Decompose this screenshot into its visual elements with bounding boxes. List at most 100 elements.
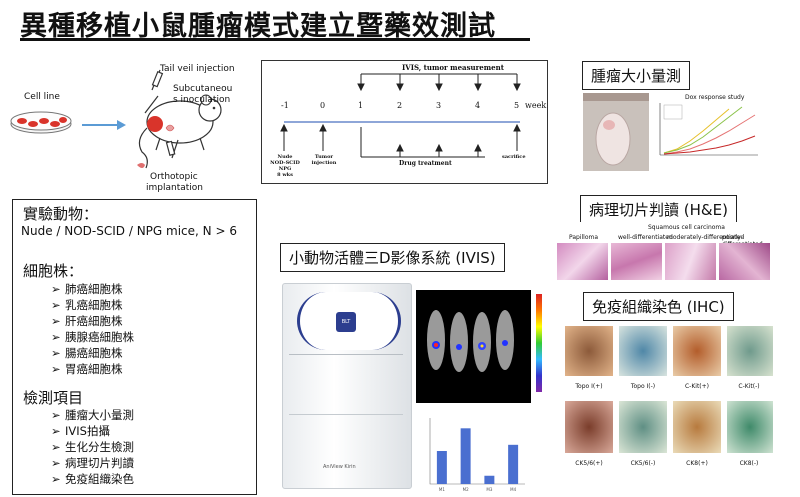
bullet-arrow-icon: ➢ — [51, 362, 61, 376]
tick-label: -1 — [281, 101, 289, 110]
nude-note: Nude NOD-SCID NPG 8 wks — [268, 154, 302, 178]
bullet-arrow-icon: ➢ — [51, 472, 61, 486]
growth-chart-title: Dox response study — [685, 94, 745, 101]
he-header: Squamous cell carcinoma — [648, 224, 725, 231]
chart-bar — [508, 444, 519, 484]
timeline-unit: week — [525, 101, 547, 110]
subcutaneous-label-1: Subcutaneou — [173, 84, 233, 94]
list-item: ➢ 腸癌細胞株 — [13, 345, 134, 361]
he-col-label: Papilloma — [569, 234, 599, 241]
tumor-line-2: injection — [311, 160, 337, 166]
subcutaneous-label-2: s inoculation — [173, 95, 231, 105]
ihc-image — [673, 401, 721, 453]
test-item: 免疫組織染色 — [65, 472, 134, 486]
bullet-arrow-icon: ➢ — [51, 314, 61, 328]
bullet-arrow-icon: ➢ — [51, 282, 61, 296]
list-item: ➢ 肝癌細胞株 — [13, 313, 134, 329]
chart-category-label: M3 — [486, 487, 492, 492]
chart-bar — [484, 475, 495, 484]
ivis-color-scale — [536, 294, 542, 392]
ihc-label: 免疫組織染色 (IHC) — [583, 292, 734, 321]
list-item: ➢ 免疫組織染色 — [13, 471, 134, 487]
orthotopic-label-1: Orthotopic — [150, 172, 198, 182]
cell-line-item: 腸癌細胞株 — [65, 346, 123, 360]
bullet-arrow-icon: ➢ — [51, 298, 61, 312]
list-item: ➢ 乳癌細胞株 — [13, 297, 134, 313]
mouse-photo — [583, 93, 649, 171]
bullet-arrow-icon: ➢ — [51, 456, 61, 470]
tumor-line-1: Tumor — [314, 154, 334, 160]
ihc-image — [619, 326, 667, 376]
test-item: IVIS拍攝 — [65, 424, 110, 438]
he-image — [557, 243, 608, 280]
ihc-image-label: CK8(+) — [686, 460, 708, 467]
he-image — [611, 243, 662, 280]
ihc-image — [565, 401, 613, 453]
instrument-badge: BLT — [336, 312, 356, 332]
title-underline — [20, 38, 530, 41]
he-label: 病理切片判讀 (H&E) — [580, 195, 737, 224]
ihc-image — [619, 401, 667, 453]
nude-line-2: NOD-SCID — [270, 160, 300, 166]
page-title: 異種移植小鼠腫瘤模式建立暨藥效測試 — [20, 11, 496, 42]
chart-category-label: M4 — [510, 487, 516, 492]
ihc-image-label: Topo I(-) — [630, 383, 656, 390]
cell-line-item: 胃癌細胞株 — [65, 362, 123, 376]
tick-label: 0 — [320, 101, 326, 110]
animals-heading: 實驗動物： — [23, 205, 99, 223]
he-col-label: well-differentiated — [618, 234, 673, 241]
list-item: ➢胰腺癌細胞株 — [13, 329, 134, 345]
list-item: ➢IVIS拍攝 — [13, 423, 134, 439]
ihc-image-label: C-Kit(-) — [738, 383, 760, 390]
animals-text: Nude / NOD-SCID / NPG mice, N > 6 — [21, 224, 237, 238]
cell-line-label: Cell line — [24, 92, 60, 102]
drug-treatment-label: Drug treatment — [399, 160, 452, 167]
nude-line-3: NPG — [278, 166, 292, 172]
instrument-seam — [289, 354, 403, 355]
instrument-brand: AniView Kirin — [323, 464, 356, 470]
cell-line-list: ➢ 肺癌細胞株 ➢ 乳癌細胞株 ➢ 肝癌細胞株 ➢胰腺癌細胞株 ➢ 腸癌細胞株 ➢ 胃癌細… — [13, 281, 134, 377]
nude-line-4: 8 wks — [277, 172, 293, 178]
experiment-info-panel: 實驗動物： Nude / NOD-SCID / NPG mice, N > 6 … — [12, 199, 257, 495]
he-image — [665, 243, 716, 280]
ihc-image-label: Topo I(+) — [575, 383, 603, 390]
tail-vein-label: Tail veil injection — [160, 64, 235, 74]
test-item: 生化分生檢測 — [65, 440, 134, 454]
list-item: ➢ 胃癌細胞株 — [13, 361, 134, 377]
list-item: ➢生化分生檢測 — [13, 439, 134, 455]
tumor-size-label: 腫瘤大小量測 — [582, 61, 691, 90]
tumor-injection-note: Tumor injection — [308, 154, 340, 166]
sacrifice-label: sacrifice — [502, 154, 526, 160]
tests-heading: 檢測項目 — [23, 389, 84, 407]
cell-line-item: 肺癌細胞株 — [65, 282, 123, 296]
ihc-image-label: CK8(-) — [739, 460, 759, 467]
tumor-growth-chart: Dox response study — [652, 93, 764, 173]
tick-label: 5 — [514, 101, 520, 110]
test-item-list: ➢腫瘤大小量測 ➢IVIS拍攝 ➢生化分生檢測 ➢病理切片判讀 ➢免疫組織染色 — [13, 407, 134, 487]
timeline-top-label: IVIS, tumor measurement — [402, 63, 504, 72]
ihc-image — [727, 326, 773, 376]
tick-label: 2 — [397, 101, 403, 110]
list-item: ➢病理切片判讀 — [13, 455, 134, 471]
ivis-label: 小動物活體三D影像系統 (IVIS) — [280, 243, 505, 272]
tick-label: 4 — [475, 101, 481, 110]
cell-line-item: 乳癌細胞株 — [65, 298, 123, 312]
he-col-label: moderately-differentiated — [667, 234, 745, 241]
list-item: ➢ 肺癌細胞株 — [13, 281, 134, 297]
chart-category-label: M2 — [463, 487, 469, 492]
xenograft-schematic — [10, 69, 222, 169]
chart-bar — [436, 451, 447, 484]
ihc-image — [673, 326, 721, 376]
ivis-instrument: BLT AniView Kirin — [282, 283, 412, 489]
chart-bar — [460, 428, 471, 484]
list-item: ➢腫瘤大小量測 — [13, 407, 134, 423]
ihc-image-label: CK5/6(-) — [630, 460, 656, 467]
bullet-arrow-icon: ➢ — [51, 346, 61, 360]
bullet-arrow-icon: ➢ — [51, 330, 61, 344]
he-image — [719, 243, 770, 280]
ihc-image-label: C-Kit(+) — [684, 383, 710, 390]
orthotopic-label-2: implantation — [146, 183, 203, 193]
cell-line-item: 肝癌細胞株 — [65, 314, 123, 328]
cells-heading: 細胞株： — [23, 262, 84, 280]
